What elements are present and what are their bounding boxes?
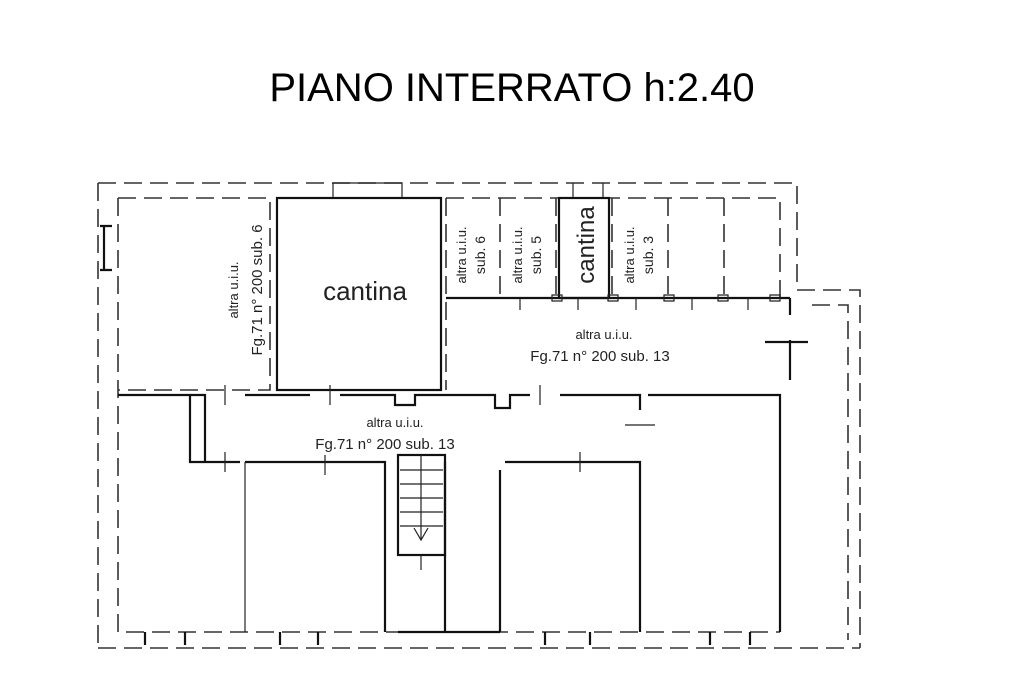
label-sub5-line1: altra u.i.u. <box>510 226 525 283</box>
label-left-upper-line1: altra u.i.u. <box>226 261 241 318</box>
room-cantina-main <box>275 196 443 392</box>
corridor-walls <box>118 385 782 634</box>
label-sub6-line2: sub. 6 <box>472 236 488 274</box>
plan-title: PIANO INTERRATO h:2.40 <box>269 66 755 110</box>
label-upper-corridor-line1: altra u.i.u. <box>575 327 632 342</box>
label-left-upper-line2: Fg.71 n° 200 sub. 6 <box>249 224 266 355</box>
staircase <box>396 453 447 570</box>
label-lower-corridor-line2: Fg.71 n° 200 sub. 13 <box>315 436 454 453</box>
storage-cells <box>445 196 808 390</box>
room-left-upper <box>118 197 271 391</box>
label-sub5-line2: sub. 5 <box>528 236 544 274</box>
label-sub3-line1: altra u.i.u. <box>622 226 637 283</box>
outer-perimeter <box>97 182 861 650</box>
label-sub6-line1: altra u.i.u. <box>454 226 469 283</box>
label-upper-corridor-line2: Fg.71 n° 200 sub. 13 <box>530 348 669 365</box>
label-cantina-small: cantina <box>573 206 600 284</box>
bottom-openings <box>143 632 752 645</box>
label-lower-corridor-line1: altra u.i.u. <box>366 415 423 430</box>
label-cantina-main: cantina <box>323 276 407 306</box>
label-sub3-line2: sub. 3 <box>640 236 656 274</box>
